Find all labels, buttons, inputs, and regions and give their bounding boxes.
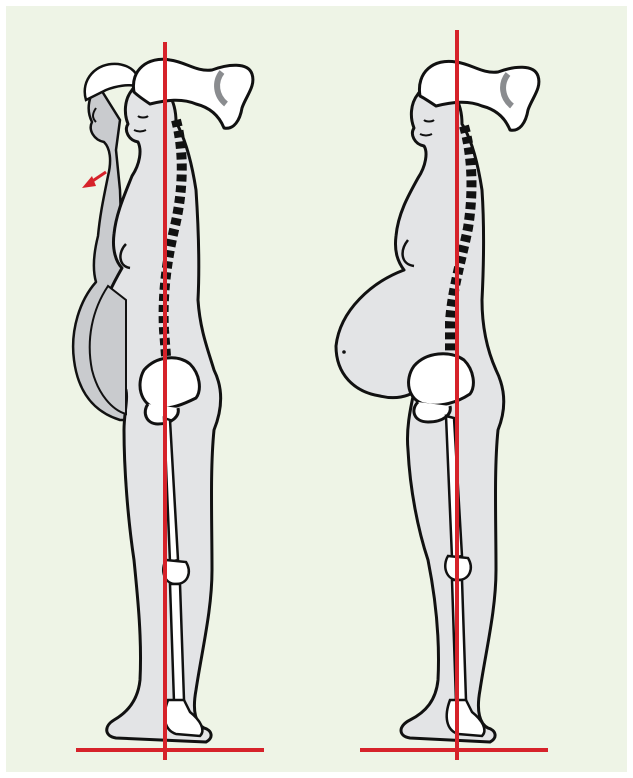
knee-left xyxy=(163,560,189,584)
pelvis-right xyxy=(409,354,474,406)
pelvis-left xyxy=(140,358,199,409)
navel-right xyxy=(342,350,346,354)
